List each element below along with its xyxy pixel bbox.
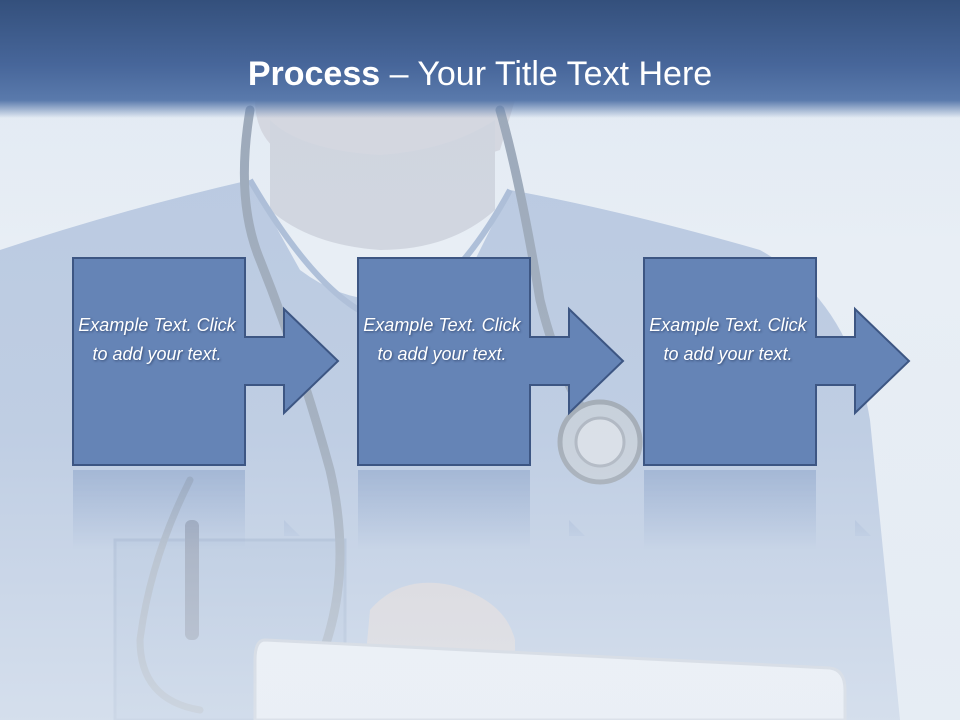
process-step-text-3[interactable]: Example Text. Click to add your text. [649,315,807,364]
title-bar [0,0,960,118]
process-arrow-box-3 [643,257,911,466]
title-strong: Process [247,55,381,93]
process-arrow-box-2 [357,257,625,466]
process-step-3[interactable]: Example Text. Click to add your text. [643,257,913,467]
process-step-1[interactable]: Example Text. Click to add your text. [72,257,342,467]
process-step-2[interactable]: Example Text. Click to add your text. [357,257,627,467]
process-step-reflection-3 [644,470,871,550]
process-arrow-shape-1 [72,257,340,466]
process-step-text-2[interactable]: Example Text. Click to add your text. [363,315,521,364]
process-step-reflection-2 [358,470,585,550]
process-arrow-shape-3 [643,257,911,466]
title-rest: – Your Title Text Here [380,55,713,93]
process-step-reflection-1 [73,470,300,550]
process-step-text-1[interactable]: Example Text. Click to add your text. [78,315,236,364]
slide-title[interactable]: Process – Your Title Text Here [0,52,960,96]
process-arrow-shape-2 [357,257,625,466]
process-arrow-box-1 [72,257,340,466]
